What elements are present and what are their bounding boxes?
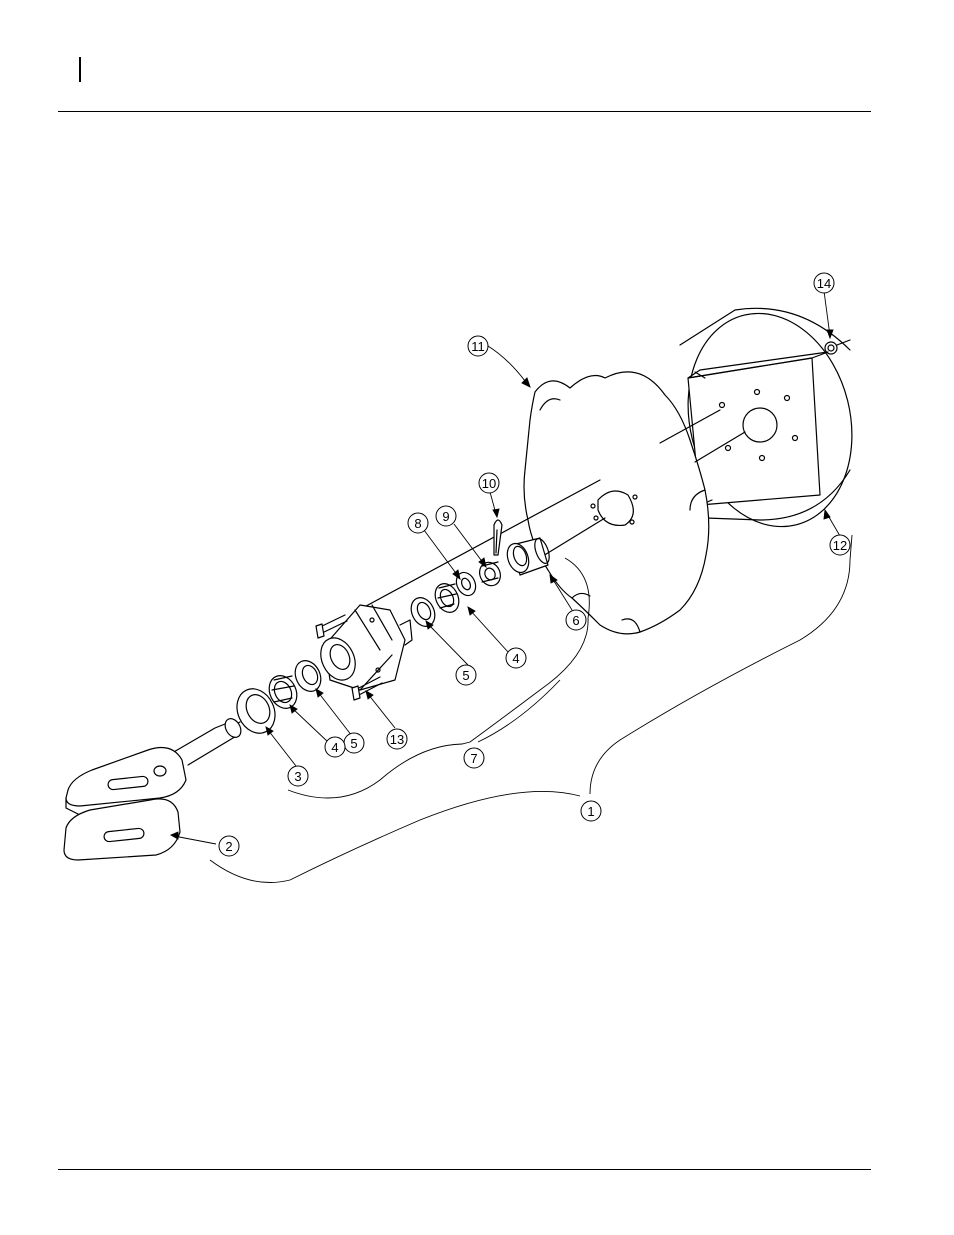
part-6-dust-cap (503, 537, 552, 576)
callout-11: 11 (468, 336, 488, 356)
svg-text:2: 2 (225, 839, 232, 854)
svg-text:5: 5 (462, 668, 469, 683)
svg-text:5: 5 (350, 736, 357, 751)
svg-text:11: 11 (471, 339, 485, 354)
part-9-castle-nut (476, 559, 504, 589)
callout-10: 10 (479, 473, 499, 493)
callout-12: 12 (830, 535, 850, 555)
callout-4-left: 4 (325, 737, 345, 757)
callout-2: 2 (219, 836, 239, 856)
callout-3: 3 (288, 766, 308, 786)
part-7-hub (314, 605, 412, 690)
svg-text:14: 14 (817, 276, 831, 291)
part-2-spindle-arm (64, 716, 244, 860)
callout-7: 7 (464, 748, 484, 768)
svg-text:10: 10 (482, 476, 496, 491)
svg-text:13: 13 (390, 732, 404, 747)
callout-4-right: 4 (506, 648, 526, 668)
callout-14: 14 (814, 273, 834, 293)
part-5-cup-right (407, 594, 440, 630)
callout-5-right: 5 (456, 665, 476, 685)
svg-text:1: 1 (587, 804, 594, 819)
svg-text:6: 6 (572, 613, 579, 628)
svg-text:4: 4 (331, 740, 338, 755)
svg-text:9: 9 (442, 509, 449, 524)
part-10-cotter-pin (494, 520, 502, 555)
svg-text:3: 3 (294, 769, 301, 784)
callout-6: 6 (566, 610, 586, 630)
svg-text:8: 8 (414, 516, 421, 531)
svg-text:7: 7 (470, 751, 477, 766)
callout-1: 1 (581, 801, 601, 821)
callout-8: 8 (408, 513, 428, 533)
svg-text:12: 12 (833, 538, 847, 553)
callout-5-left: 5 (344, 733, 364, 753)
callout-9: 9 (436, 506, 456, 526)
callout-13: 13 (387, 729, 407, 749)
svg-text:4: 4 (512, 651, 519, 666)
